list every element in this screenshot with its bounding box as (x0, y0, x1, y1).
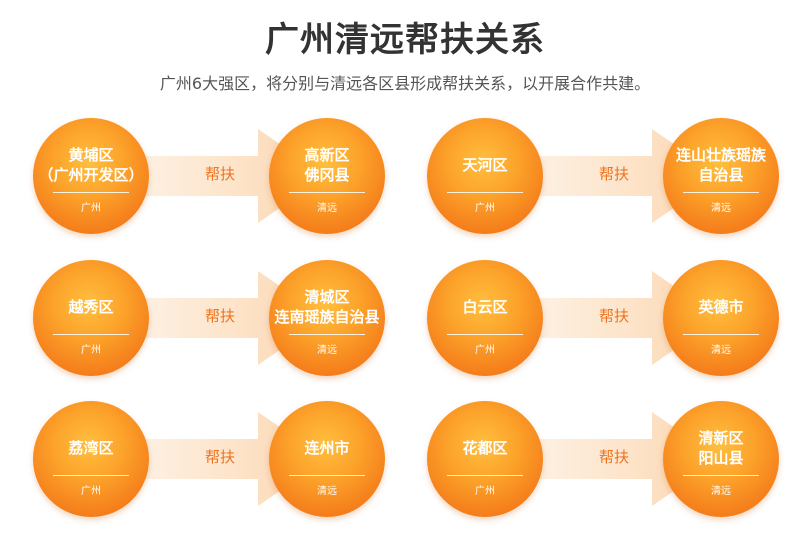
district-name-line: 黄埔区 (68, 146, 114, 164)
source-district-node: 天河区广州 (427, 118, 543, 234)
arrow-label: 帮扶 (598, 448, 629, 466)
district-name: 清城区连南瑶族自治县 (269, 284, 385, 330)
city-label: 广州 (81, 345, 101, 356)
district-name-line: 清城区 (304, 288, 350, 306)
city-label: 清远 (711, 486, 731, 497)
assistance-pair: 帮扶 荔湾区广州 连州市清远 (33, 399, 385, 519)
district-name-line: 清新区 (698, 429, 744, 447)
district-name: 花都区 (427, 425, 543, 471)
city-label: 广州 (475, 345, 495, 356)
source-district-node: 花都区广州 (427, 401, 543, 517)
arrow-label: 帮扶 (204, 165, 235, 183)
city-label: 广州 (81, 486, 101, 497)
district-name: 荔湾区 (33, 425, 149, 471)
node-divider (447, 192, 523, 193)
assistance-pair: 帮扶 越秀区广州 清城区连南瑶族自治县清远 (33, 258, 385, 378)
district-name-line: 越秀区 (68, 298, 114, 316)
city-label: 清远 (317, 203, 337, 214)
assistance-pair: 帮扶 白云区广州 英德市清远 (427, 258, 779, 378)
target-district-node: 高新区佛冈县清远 (269, 118, 385, 234)
assistance-pair: 帮扶 花都区广州 清新区阳山县清远 (427, 399, 779, 519)
city-label: 清远 (711, 203, 731, 214)
node-divider (53, 334, 129, 335)
district-name-line: 白云区 (462, 298, 508, 316)
node-divider (683, 192, 759, 193)
city-label: 清远 (317, 486, 337, 497)
district-name: 英德市 (663, 284, 779, 330)
source-district-node: 白云区广州 (427, 260, 543, 376)
district-name: 高新区佛冈县 (269, 142, 385, 188)
source-district-node: 越秀区广州 (33, 260, 149, 376)
district-name: 白云区 (427, 284, 543, 330)
page-subtitle: 广州6大强区，将分别与清远各区县形成帮扶关系，以开展合作共建。 (159, 74, 651, 93)
city-label: 广州 (81, 203, 101, 214)
node-divider (447, 475, 523, 476)
district-name-line: 自治县 (698, 166, 744, 184)
city-label: 清远 (711, 345, 731, 356)
target-district-node: 清城区连南瑶族自治县清远 (269, 260, 385, 376)
district-name-line: 连南瑶族自治县 (274, 308, 380, 326)
target-district-node: 连山壮族瑶族自治县清远 (663, 118, 779, 234)
district-name-line: 连山壮族瑶族 (675, 146, 766, 164)
district-name: 黄埔区 （广州开发区） (33, 142, 149, 188)
district-name: 连山壮族瑶族自治县 (663, 142, 779, 188)
district-name-line: 天河区 (462, 156, 508, 174)
city-label: 清远 (317, 345, 337, 356)
target-district-node: 英德市清远 (663, 260, 779, 376)
node-divider (683, 475, 759, 476)
arrow-label: 帮扶 (204, 307, 235, 325)
node-divider (447, 334, 523, 335)
district-name: 越秀区 (33, 284, 149, 330)
district-name-line: （广州开发区） (38, 166, 144, 184)
target-district-node: 连州市清远 (269, 401, 385, 517)
source-district-node: 黄埔区 （广州开发区） 广州 (33, 118, 149, 234)
district-name-line: 阳山县 (698, 449, 744, 467)
node-divider (53, 475, 129, 476)
source-district-node: 荔湾区广州 (33, 401, 149, 517)
assistance-pair: 帮扶 天河区广州 连山壮族瑶族自治县清远 (427, 116, 779, 236)
node-divider (53, 192, 129, 193)
city-label: 广州 (475, 203, 495, 214)
district-name-line: 佛冈县 (304, 166, 350, 184)
district-name-line: 英德市 (698, 298, 744, 316)
arrow-label: 帮扶 (598, 165, 629, 183)
node-divider (289, 334, 365, 335)
district-name: 天河区 (427, 142, 543, 188)
arrow-label: 帮扶 (204, 448, 235, 466)
arrow-label: 帮扶 (598, 307, 629, 325)
district-name: 连州市 (269, 425, 385, 471)
district-name-line: 荔湾区 (68, 439, 114, 457)
city-label: 广州 (475, 486, 495, 497)
district-name: 清新区阳山县 (663, 425, 779, 471)
target-district-node: 清新区阳山县清远 (663, 401, 779, 517)
node-divider (289, 192, 365, 193)
node-divider (289, 475, 365, 476)
district-name-line: 高新区 (304, 146, 350, 164)
district-name-line: 花都区 (462, 439, 508, 457)
assistance-pair: 帮扶 黄埔区 （广州开发区） 广州 高新区佛冈县清远 (33, 116, 385, 236)
district-name-line: 连州市 (304, 439, 350, 457)
page-title: 广州清远帮扶关系 (265, 20, 545, 60)
node-divider (683, 334, 759, 335)
